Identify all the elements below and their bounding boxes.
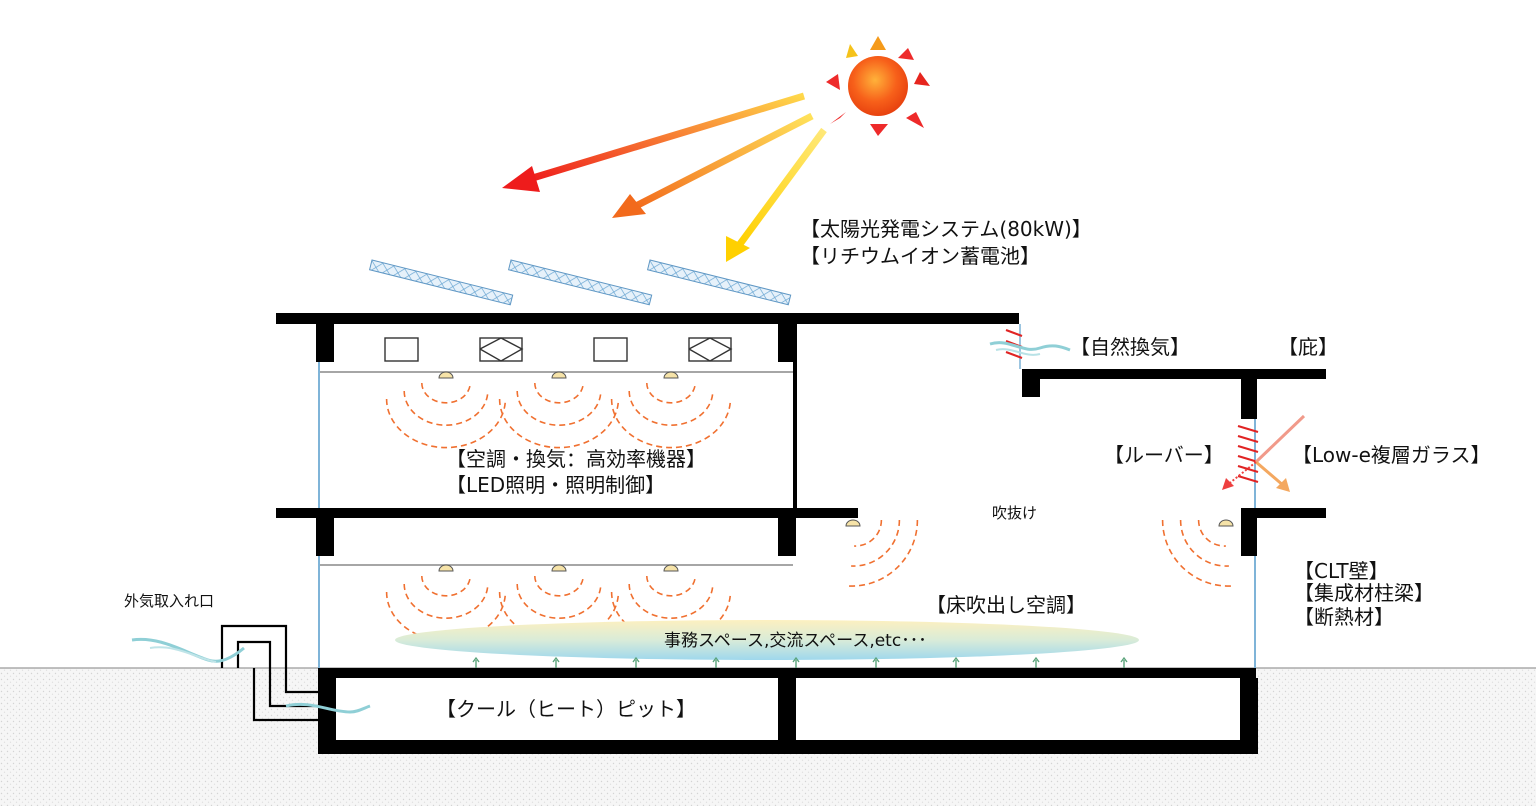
air-flow-icon-arrow-3 xyxy=(726,127,827,262)
label-eaves: 【庇】 xyxy=(1278,335,1338,359)
hvac-diffuser-icon xyxy=(479,337,524,362)
hvac-units xyxy=(384,337,733,362)
lowe-glass-rays xyxy=(1222,414,1306,492)
light-spread-arcs xyxy=(610,382,732,449)
floor-vent-icon xyxy=(472,656,480,668)
solar-panel-icon xyxy=(368,259,514,306)
solar-radiation-arrows xyxy=(502,92,827,262)
label-cool-pit: 【クール（ヒート）ピット】 xyxy=(436,697,696,721)
label-floor-ac: 【床吹出し空調】 xyxy=(926,593,1086,617)
air-flow-icon-pit xyxy=(285,702,371,714)
solar-panels xyxy=(368,259,792,306)
air-flow-icon-intake xyxy=(131,637,245,663)
air-intake-duct xyxy=(220,624,318,722)
ceiling-lamp-icon xyxy=(1218,519,1234,527)
label-lowe-glass: 【Low-e複層ガラス】 xyxy=(1292,443,1491,467)
label-insulation: 【断熱材】 xyxy=(1294,605,1394,629)
louver-icon xyxy=(1237,424,1259,484)
ceiling-lamp-icon xyxy=(438,371,454,379)
label-glulam: 【集成材柱梁】 xyxy=(1294,581,1434,605)
label-clt: 【CLT壁】 xyxy=(1294,559,1389,583)
hvac-unit-icon xyxy=(384,337,419,362)
floor-vent-icon xyxy=(872,656,880,668)
solar-panel-icon xyxy=(646,259,792,306)
light-spread-arcs xyxy=(498,382,620,449)
ceiling-lamp-icon xyxy=(845,519,861,527)
label-led: 【LED照明・照明制御】 xyxy=(446,473,665,497)
solar-panel-icon xyxy=(507,259,653,306)
floor-vent-icon xyxy=(632,656,640,668)
ceiling-lamp-icon xyxy=(438,564,454,572)
floor-vent-icon xyxy=(552,656,560,668)
label-office-space: 事務スペース,交流スペース,etc･･･ xyxy=(664,631,927,651)
floor-vent-icon xyxy=(792,656,800,668)
floor-vent-icon xyxy=(1120,656,1128,668)
floor-vents xyxy=(472,656,1128,668)
label-solar-system: 【太陽光発電システム(80kW)】 xyxy=(800,217,1092,241)
label-air-intake: 外気取入れ口 xyxy=(124,592,214,610)
floor-vent-icon xyxy=(712,656,720,668)
label-battery: 【リチウムイオン蓄電池】 xyxy=(800,244,1040,268)
light-spread-arcs xyxy=(385,382,507,449)
air-flow-icon-natural-vent xyxy=(989,341,1071,352)
floor-vent-icon xyxy=(1032,656,1040,668)
ceiling-lamp-icon xyxy=(663,371,679,379)
ceiling-lamp-icon xyxy=(551,564,567,572)
label-natural-vent: 【自然換気】 xyxy=(1070,335,1190,359)
light-spread-arcs xyxy=(848,519,919,587)
label-louver: 【ルーバー】 xyxy=(1104,443,1224,467)
air-flow-icon-arrow-2 xyxy=(612,112,814,218)
floor-airflow-zone xyxy=(395,620,1139,660)
hvac-diffuser-icon xyxy=(688,337,733,362)
light-spread-arcs xyxy=(1161,519,1232,587)
label-hvac: 【空調・換気：高効率機器】 xyxy=(446,447,706,471)
ceiling-lamp-icon xyxy=(663,564,679,572)
ceiling-lamp-icon xyxy=(551,371,567,379)
hvac-unit-icon xyxy=(593,337,628,362)
floor-vent-icon xyxy=(952,656,960,668)
lighting-group xyxy=(385,371,1234,642)
air-flow-icon-arrow-1 xyxy=(502,92,806,192)
sun-icon xyxy=(826,36,930,136)
building-structure xyxy=(276,313,1326,754)
labels: 【太陽光発電システム(80kW)】 【リチウムイオン蓄電池】 【自然換気】 【庇… xyxy=(124,217,1491,721)
label-atrium: 吹抜け xyxy=(992,504,1037,522)
